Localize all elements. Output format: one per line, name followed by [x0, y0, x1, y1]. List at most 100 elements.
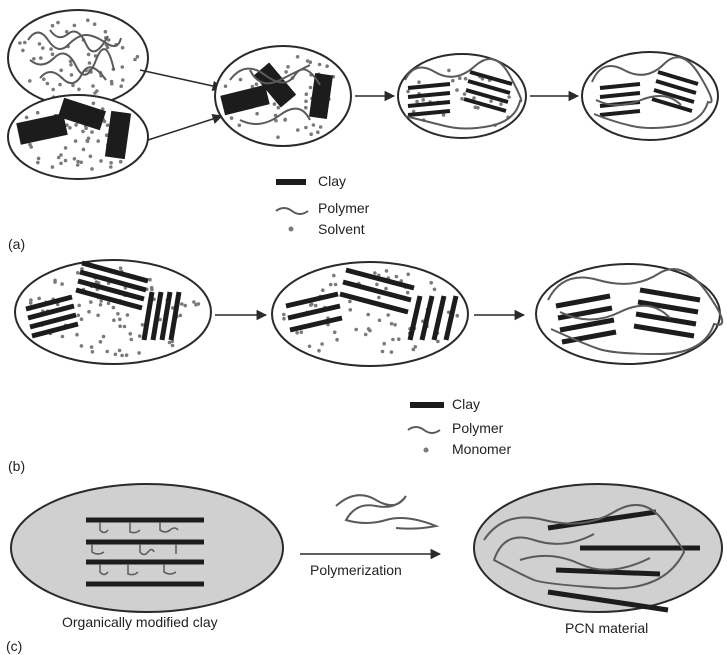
polymer-solution-ellipse [8, 10, 148, 106]
dot [18, 41, 22, 45]
dot [335, 338, 339, 342]
dot [138, 334, 142, 338]
dot [414, 345, 418, 349]
dot [125, 353, 129, 357]
dot [406, 273, 410, 277]
dot [107, 302, 111, 306]
dot [282, 313, 286, 317]
dot [61, 335, 65, 339]
dot [28, 79, 32, 83]
dot [59, 153, 63, 157]
dot [436, 340, 440, 344]
dot [46, 82, 50, 86]
dot [123, 325, 127, 329]
dot [99, 340, 103, 344]
dot [86, 140, 90, 144]
dot [49, 47, 53, 51]
dot [309, 60, 313, 64]
dot [354, 328, 358, 332]
dot [74, 123, 78, 127]
dot [385, 269, 389, 273]
dot [349, 308, 353, 312]
dot [464, 77, 468, 81]
dot [308, 345, 312, 349]
dot [99, 303, 103, 307]
dot [284, 70, 288, 74]
dot [433, 288, 437, 292]
dot [114, 353, 118, 357]
arrow-label: Polymerization [310, 562, 402, 578]
dot [406, 291, 410, 295]
dot [137, 351, 141, 355]
dot [109, 165, 113, 169]
legend-solvent-label: Solvent [318, 221, 365, 237]
dot [375, 283, 379, 287]
dot [51, 165, 55, 169]
dot [32, 57, 36, 61]
dot [192, 300, 196, 304]
dot [382, 342, 386, 346]
dot [460, 97, 464, 101]
dot [119, 160, 123, 164]
panel-a-label: (a) [8, 236, 25, 252]
dot [304, 106, 308, 110]
dot [378, 319, 382, 323]
dot [321, 288, 325, 292]
dot [366, 313, 370, 317]
legend-clay-label: Clay [452, 396, 480, 412]
dot [118, 318, 122, 322]
panel-b-label: (b) [8, 458, 25, 474]
dot [64, 146, 68, 150]
dot [116, 312, 120, 316]
dot [96, 139, 100, 143]
dot [150, 286, 154, 290]
arrow [140, 70, 222, 88]
dot [119, 266, 123, 270]
dot [21, 49, 25, 53]
dot [89, 300, 93, 304]
right-caption: PCN material [565, 620, 648, 636]
dot [41, 46, 45, 50]
dot [230, 116, 234, 120]
dot [87, 53, 91, 57]
dot [472, 96, 476, 100]
dot [373, 271, 377, 275]
dot [96, 314, 100, 318]
dot [136, 55, 140, 59]
dot [391, 338, 395, 342]
dot [70, 73, 74, 77]
dot [451, 79, 455, 83]
dot [286, 65, 290, 69]
dot [42, 77, 46, 81]
dot [68, 126, 72, 130]
dot [118, 349, 122, 353]
dot [148, 278, 152, 282]
dot [390, 322, 394, 326]
dot [255, 112, 259, 116]
dot [309, 132, 313, 136]
dot [317, 349, 321, 353]
dot [476, 106, 480, 110]
dot [390, 350, 394, 354]
dot [121, 65, 125, 69]
dot [38, 42, 42, 46]
dot [121, 46, 125, 50]
dot [507, 95, 511, 99]
dot [118, 324, 122, 328]
dot [458, 76, 462, 80]
panel-c-label: (c) [6, 638, 22, 654]
dot [447, 69, 451, 73]
dot [103, 120, 107, 124]
legend-clay-swatch [410, 402, 444, 408]
dot [102, 335, 106, 339]
dot [112, 306, 116, 310]
dot [23, 41, 27, 45]
dot [364, 333, 368, 337]
dot [105, 350, 109, 354]
dot [86, 18, 90, 22]
dot [489, 99, 493, 103]
dot [318, 63, 322, 67]
dot [58, 83, 62, 87]
dot [75, 333, 79, 337]
panel-c [11, 484, 722, 612]
